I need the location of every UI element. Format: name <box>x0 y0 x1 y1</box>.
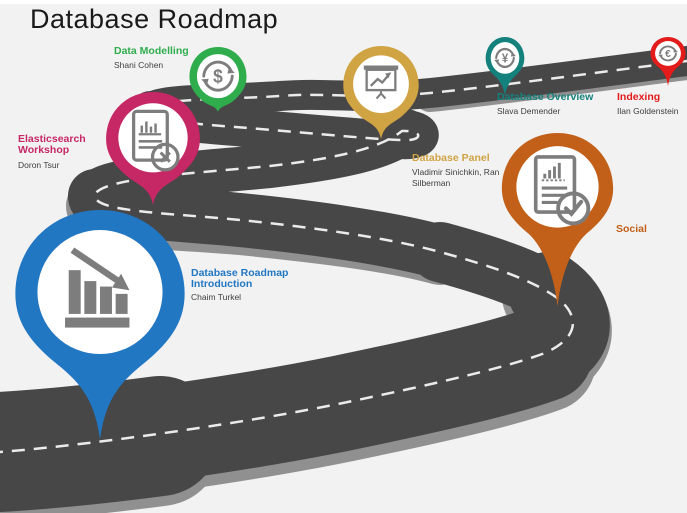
top-border <box>0 0 687 4</box>
dollar-cycle-icon: $ <box>201 60 235 92</box>
presentation-graph-icon <box>363 65 399 100</box>
milestone-label-data-modelling: Data Modelling Shani Cohen <box>114 45 224 71</box>
milestone-label-indexing: Indexing Ilan Goldenstein <box>617 91 687 117</box>
chart-document-error-icon <box>131 109 180 172</box>
milestone-label-database-overview: Database Overview Slava Demender <box>497 91 609 117</box>
pin-database-panel <box>343 46 419 140</box>
page-title: Database Roadmap <box>30 4 279 34</box>
road-center-dash <box>0 59 687 454</box>
milestone-title: Social <box>616 223 647 235</box>
milestone-person: Doron Tsur <box>18 159 60 170</box>
pin-elasticsearch-workshop <box>106 92 200 205</box>
milestone-title: Elasticsearch Workshop <box>18 133 86 157</box>
pin-indexing: € <box>650 37 686 86</box>
milestone-person: Vladimir Sinichkin, Ran Silberman <box>412 167 500 188</box>
milestone-label-social: Social <box>616 223 676 235</box>
milestone-person: Ilan Goldenstein <box>617 106 679 117</box>
milestone-person: Chaim Turkel <box>191 291 242 302</box>
milestone-label-elasticsearch-workshop: Elasticsearch Workshop Doron Tsur <box>18 133 102 170</box>
svg-text:€: € <box>665 49 671 60</box>
pin-data-modelling: $ <box>189 47 247 112</box>
milestone-label-database-roadmap-introduction: Database Roadmap Introduction Chaim Turk… <box>191 267 291 302</box>
pin-social <box>501 133 614 307</box>
milestone-person: Shani Cohen <box>114 60 164 71</box>
yen-cycle-icon: ¥ <box>494 47 516 69</box>
milestone-title: Database Panel <box>412 152 490 164</box>
milestone-title: Indexing <box>617 91 661 103</box>
milestone-label-database-panel: Database Panel Vladimir Sinichkin, Ran S… <box>412 152 528 189</box>
milestone-title: Database Overview <box>497 91 594 103</box>
svg-text:$: $ <box>213 66 223 86</box>
milestone-title: Database Roadmap Introduction <box>191 267 289 291</box>
svg-text:¥: ¥ <box>502 51 509 66</box>
euro-cycle-icon: € <box>658 45 678 62</box>
declining-bar-chart-icon <box>65 247 130 328</box>
pin-database-overview: ¥ <box>485 37 525 97</box>
milestone-title: Data Modelling <box>114 45 189 57</box>
milestone-person: Slava Demender <box>497 106 561 117</box>
pin-database-roadmap-introduction <box>15 210 185 440</box>
report-check-icon <box>533 155 591 226</box>
